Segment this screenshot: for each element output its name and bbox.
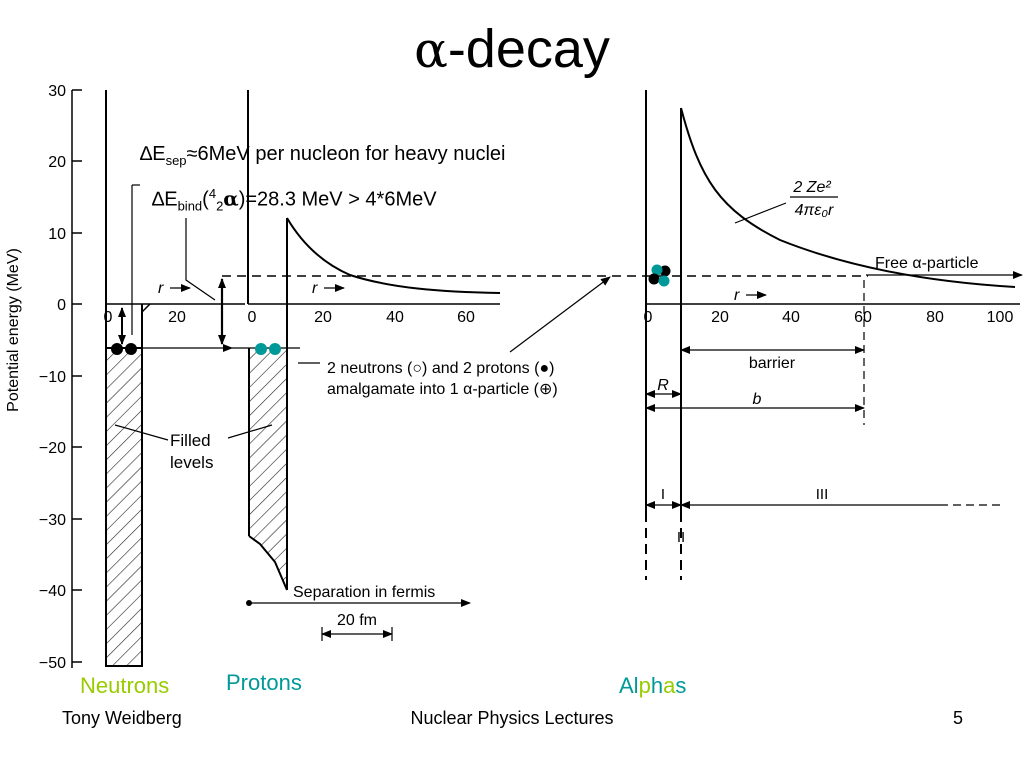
proton-well: 0 20 40 60 r: [247, 90, 501, 591]
alphas-part-2: p: [638, 673, 651, 698]
ebind-sup: 4: [208, 186, 217, 201]
alpha-coulomb-curve: [680, 107, 1016, 288]
proton-filled-levels: [249, 348, 287, 590]
alphas-part-3: h: [650, 673, 664, 698]
panel1-tick-0: 0: [104, 309, 113, 326]
panel2-r-label: r: [312, 280, 318, 297]
panel2-tick-0: 0: [248, 309, 257, 326]
barrier-label: barrier: [749, 355, 796, 372]
esep-rest: ≈6MeV per nucleon for heavy nuclei: [186, 143, 506, 165]
y-tick-m10: −10: [39, 369, 66, 386]
panel1-tick-20: 20: [168, 309, 186, 326]
title-alpha: α: [414, 21, 448, 79]
y-tick-m50: −50: [39, 655, 66, 672]
footer-course: Nuclear Physics Lectures: [410, 708, 614, 728]
proton-dot-1: [255, 343, 267, 355]
amalgamate-line1: 2 neutrons (○) and 2 protons (●): [327, 360, 554, 377]
coulomb-numerator: 2 Ze²: [792, 179, 831, 196]
region-III-label: III: [816, 486, 829, 503]
coulomb-denominator: 4πε₀r: [795, 202, 834, 219]
amalgamate-note: 2 neutrons (○) and 2 protons (●) amalgam…: [298, 276, 611, 398]
neutron-dot-2: [125, 343, 137, 355]
neutron-well: 0 20 r: [104, 90, 245, 667]
panel3-tick-80: 80: [926, 309, 944, 326]
ebind-sub2: 2: [216, 198, 224, 214]
esep-sub: sep: [165, 153, 187, 168]
panel2-tick-40: 40: [386, 309, 404, 326]
panel3-tick-0: 0: [644, 309, 653, 326]
neutron-dot-1: [111, 343, 123, 355]
alpha-dot-black-1: [659, 265, 671, 277]
y-tick-10: 10: [48, 226, 66, 243]
separation-scale: Separation in fermis 20 fm: [246, 584, 471, 641]
panel3-tick-20: 20: [711, 309, 729, 326]
y-tick-m40: −40: [39, 583, 66, 600]
ebind-alpha: α: [223, 186, 239, 211]
panel3-r-label: r: [734, 287, 740, 304]
alphas-part-1: Al: [619, 673, 639, 698]
ebind-delta: ∆E: [152, 188, 178, 211]
protons-caption: Protons: [226, 670, 302, 695]
proton-dot-2: [269, 343, 281, 355]
y-tick-20: 20: [48, 154, 66, 171]
ebind-annotation: ∆Ebind(42α)=28.3 MeV > 4*6MeV: [152, 186, 437, 214]
panel1-r-label: r: [158, 280, 164, 297]
scale-bar-label: 20 fm: [337, 612, 377, 629]
panel3-tick-40: 40: [782, 309, 800, 326]
alpha-dot-teal-1: [651, 264, 663, 276]
y-tick-m30: −30: [39, 512, 66, 529]
y-axis-label: Potential energy (MeV): [5, 248, 22, 412]
neutron-filled-levels: [105, 347, 143, 667]
panel3-tick-100: 100: [987, 309, 1014, 326]
panel2-tick-60: 60: [457, 309, 475, 326]
separation-energy-arrows: [118, 184, 226, 345]
filled-label-line2: levels: [170, 453, 213, 472]
y-tick-30: 30: [48, 83, 66, 100]
panel2-tick-20: 20: [314, 309, 332, 326]
alpha-dot-teal-2: [658, 275, 670, 287]
esep-annotation: ∆Esep≈6MeV per nucleon for heavy nuclei: [140, 143, 505, 168]
b-label: b: [753, 391, 762, 408]
filled-levels-label: Filled levels: [114, 424, 273, 472]
filled-label-line1: Filled: [170, 431, 211, 450]
footer-author: Tony Weidberg: [62, 708, 182, 728]
slide-title: α-decay: [0, 18, 1024, 80]
alphas-part-5: s: [675, 673, 687, 698]
y-tick-m20: −20: [39, 440, 66, 457]
proton-coulomb-curve: [286, 217, 501, 294]
ebind-open: (: [202, 188, 209, 211]
region-II-label: II: [677, 529, 685, 546]
panel3-tick-60: 60: [854, 309, 872, 326]
free-alpha-label: Free α-particle: [875, 255, 979, 272]
alphas-caption: Alphas: [619, 673, 686, 699]
y-axis: 30 20 10 0 −10 −20 −30 −40 −50 Potential…: [5, 83, 82, 672]
separation-label: Separation in fermis: [293, 584, 435, 601]
region-I-label: I: [661, 486, 665, 503]
R-label: R: [657, 377, 669, 394]
alpha-potential: Free α-particle 2 Ze² 4πε₀r 0 20 40 60 8…: [644, 90, 1023, 580]
alpha-dot-black-2: [648, 273, 660, 285]
nucleons: [111, 343, 281, 355]
ebind-rest: )=28.3 MeV > 4*6MeV: [238, 188, 437, 211]
alpha-decay-diagram: 30 20 10 0 −10 −20 −30 −40 −50 Potential…: [5, 83, 1023, 672]
alphas-part-4: a: [663, 673, 676, 698]
footer-page-number: 5: [953, 708, 964, 728]
title-text: -decay: [447, 19, 610, 79]
esep-delta: ∆E: [140, 143, 166, 165]
ebind-sub: bind: [177, 198, 203, 214]
neutrons-caption: Neutrons: [80, 673, 170, 698]
alpha-particle-cluster: [648, 264, 671, 287]
y-tick-0: 0: [57, 297, 66, 314]
amalgamate-line2: amalgamate into 1 α-particle (⊕): [327, 381, 558, 398]
